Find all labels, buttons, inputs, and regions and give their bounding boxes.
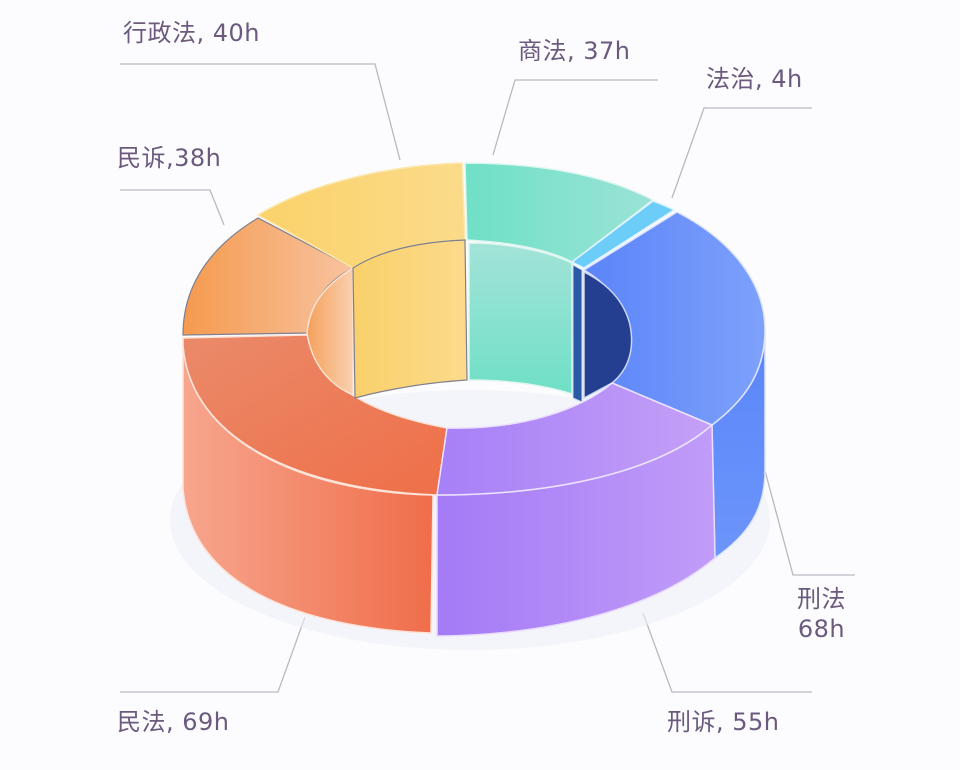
slice-xingsu-top: [436, 382, 714, 496]
leader-line-xingzhengfa: [120, 63, 401, 161]
label-xingfa-name: 刑法: [797, 585, 846, 613]
label-minfa: 民法, 69h: [117, 708, 230, 736]
leader-line-minfa: [120, 616, 306, 693]
label-xingsu: 刑诉, 55h: [667, 708, 780, 736]
leader-lines: [120, 63, 855, 693]
leader-line-fazhi: [671, 107, 812, 199]
label-shangfa: 商法, 37h: [518, 37, 631, 65]
leader-line-minsu: [120, 189, 225, 226]
leader-line-xingsu: [642, 612, 812, 693]
label-xingzhengfa: 行政法, 40h: [123, 19, 261, 47]
label-minsu: 民诉,38h: [117, 144, 222, 172]
slice-shangfa-top: [464, 162, 655, 263]
slice-fazhi-inner: [572, 264, 583, 403]
slice-shangfa-inner: [468, 242, 573, 396]
label-xingfa-value: 68h: [797, 615, 846, 643]
label-xingfa: 刑法 68h: [797, 584, 846, 644]
leader-line-xingfa: [763, 466, 855, 576]
label-fazhi: 法治, 4h: [706, 65, 803, 93]
slice-minsu-inner: [306, 266, 354, 397]
slice-xingzhengfa-inner: [352, 239, 468, 399]
leader-line-shangfa: [492, 79, 658, 156]
slice-fazhi-top: [570, 200, 676, 269]
slice-xingfa-inner: [583, 270, 633, 400]
